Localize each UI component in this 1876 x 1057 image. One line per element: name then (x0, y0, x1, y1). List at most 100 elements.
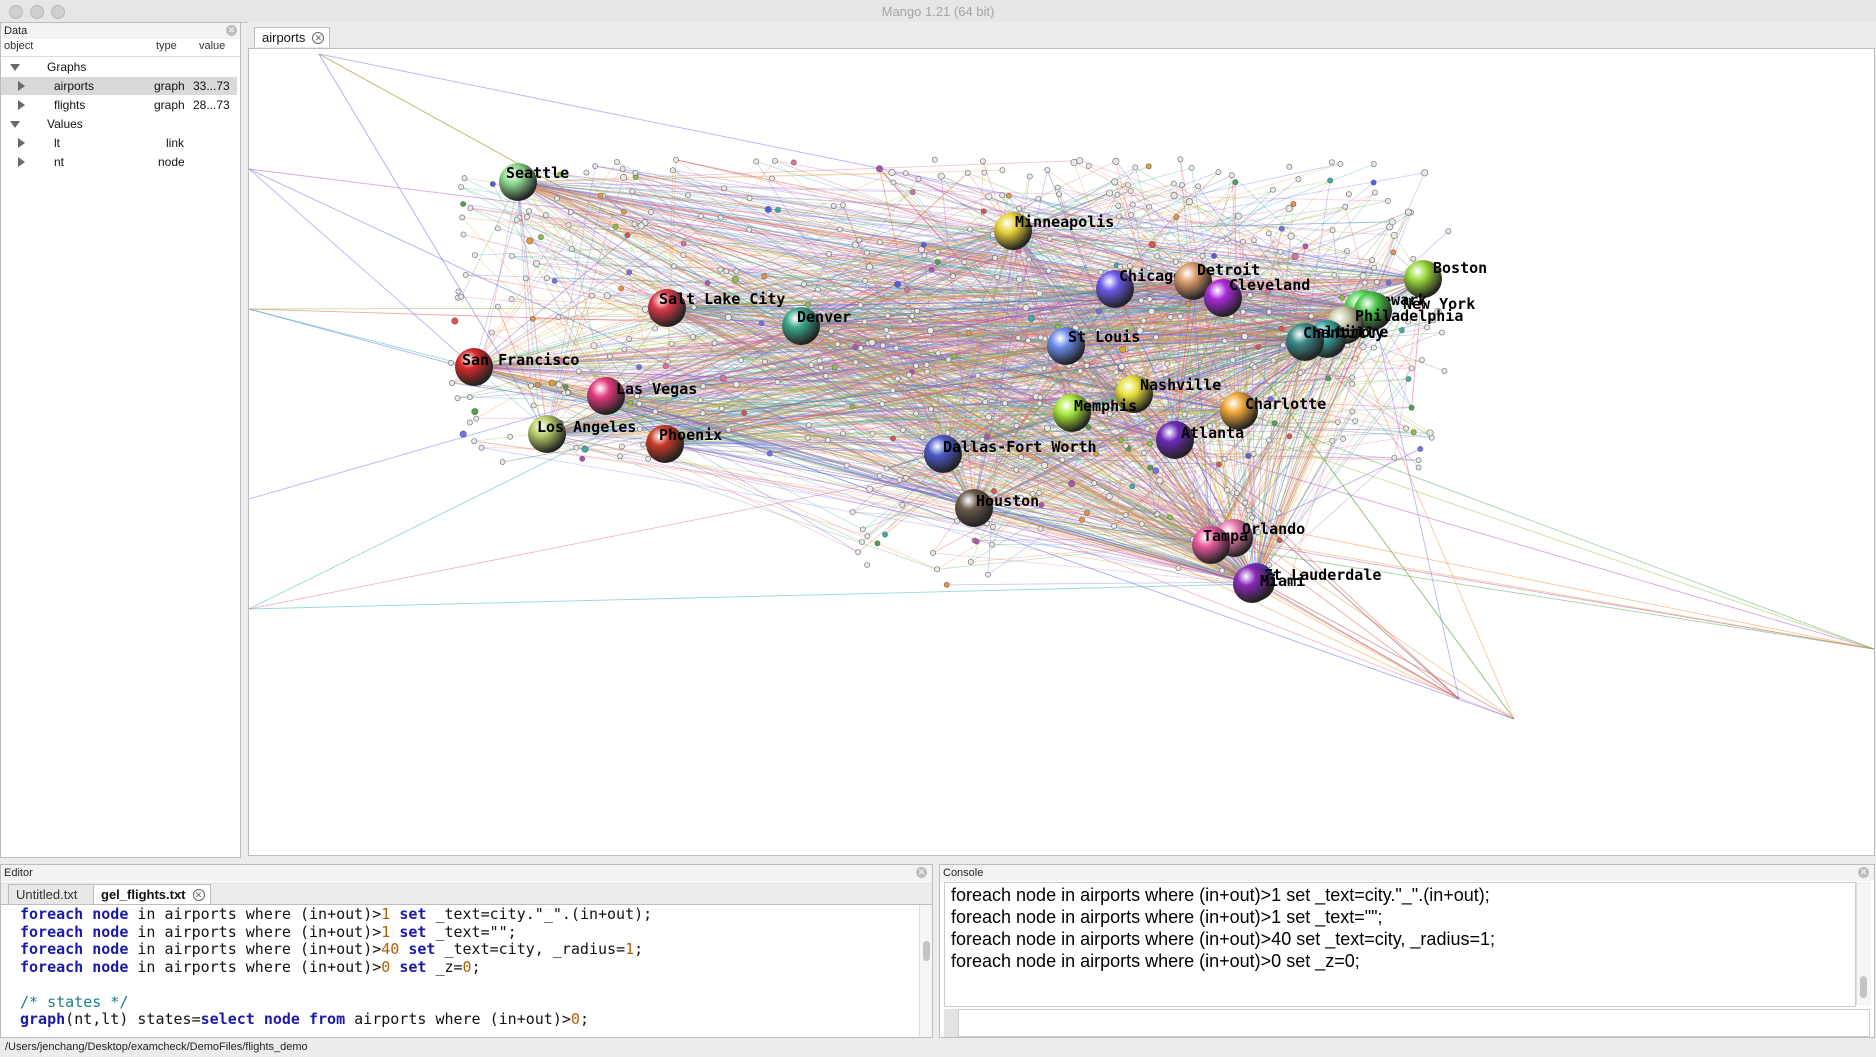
airport-node[interactable] (984, 433, 991, 440)
airport-node[interactable] (1106, 410, 1113, 417)
airport-node[interactable] (1239, 238, 1246, 245)
airport-node[interactable] (1270, 186, 1276, 193)
airport-node[interactable] (613, 159, 620, 165)
airport-node[interactable] (857, 345, 864, 351)
airport-node[interactable] (1093, 450, 1099, 457)
airport-node[interactable] (627, 399, 634, 406)
airport-node[interactable] (1329, 227, 1336, 234)
airport-node[interactable] (632, 169, 639, 176)
airport-node[interactable] (1153, 334, 1159, 341)
airport-node[interactable] (1265, 562, 1272, 569)
airport-node[interactable] (979, 158, 986, 165)
airport-node[interactable] (1255, 529, 1262, 536)
airport-node[interactable] (1280, 342, 1286, 349)
airport-node[interactable] (1221, 455, 1228, 462)
airport-node[interactable] (906, 318, 913, 325)
airport-node[interactable] (669, 167, 676, 174)
airport-node[interactable] (1361, 279, 1368, 286)
airport-node[interactable] (1417, 446, 1424, 452)
airport-node[interactable] (1068, 480, 1076, 488)
airport-node[interactable] (1025, 256, 1032, 263)
airport-node[interactable] (1001, 400, 1008, 407)
airport-node[interactable] (1245, 507, 1252, 514)
airport-node[interactable] (761, 273, 768, 280)
airport-node[interactable] (448, 360, 454, 366)
airport-node[interactable] (857, 302, 864, 309)
airport-node[interactable] (967, 559, 974, 565)
airport-node[interactable] (1359, 272, 1367, 280)
airport-node[interactable] (721, 185, 727, 192)
airport-node[interactable] (903, 474, 909, 481)
hub-sphere[interactable] (1156, 421, 1194, 459)
airport-node[interactable] (1038, 502, 1045, 508)
airport-node[interactable] (690, 304, 697, 311)
airport-node[interactable] (680, 240, 687, 247)
airport-node[interactable] (645, 455, 652, 462)
airport-node[interactable] (1114, 191, 1121, 198)
airport-node[interactable] (1349, 380, 1356, 387)
airport-node[interactable] (889, 387, 896, 394)
airport-node[interactable] (636, 426, 643, 432)
airport-node[interactable] (1077, 368, 1084, 374)
airport-node[interactable] (840, 202, 846, 208)
airport-node[interactable] (724, 313, 732, 321)
airport-node[interactable] (1112, 157, 1120, 165)
airport-node[interactable] (741, 410, 748, 416)
airport-node[interactable] (1046, 235, 1053, 242)
tree-item-flights[interactable]: flights graph 28...73 (1, 96, 237, 114)
airport-node[interactable] (934, 566, 940, 573)
airport-node[interactable] (1369, 257, 1376, 263)
airport-node[interactable] (923, 361, 930, 368)
airport-node[interactable] (1146, 203, 1153, 210)
airport-node[interactable] (945, 356, 952, 363)
airport-node[interactable] (985, 413, 993, 421)
airport-node[interactable] (619, 166, 626, 172)
airport-node[interactable] (849, 509, 856, 515)
airport-node[interactable] (1148, 307, 1156, 315)
airport-node[interactable] (1118, 363, 1126, 371)
airport-node[interactable] (700, 383, 707, 390)
airport-node[interactable] (1275, 510, 1282, 516)
airport-node[interactable] (542, 212, 549, 219)
airport-node[interactable] (818, 364, 824, 371)
airport-node[interactable] (1245, 453, 1252, 459)
airport-node[interactable] (1266, 437, 1272, 444)
airport-node[interactable] (1337, 160, 1344, 167)
airport-node[interactable] (758, 320, 765, 327)
airport-node[interactable] (1345, 191, 1352, 198)
airport-node[interactable] (991, 488, 997, 494)
airport-node[interactable] (455, 288, 462, 295)
airport-node[interactable] (1022, 304, 1030, 312)
editor-panel-close-icon[interactable]: ✕ (916, 867, 927, 878)
airport-node[interactable] (1147, 464, 1154, 471)
airport-node[interactable] (1215, 169, 1222, 176)
airport-node[interactable] (1129, 201, 1136, 208)
airport-node[interactable] (1384, 198, 1391, 204)
airport-node[interactable] (836, 226, 843, 233)
airport-node[interactable] (1228, 172, 1235, 179)
hub-airport-boston[interactable]: Boston (1404, 259, 1487, 298)
airport-node[interactable] (1439, 329, 1445, 336)
airport-node[interactable] (1091, 480, 1098, 487)
airport-node[interactable] (899, 501, 906, 508)
airport-node[interactable] (618, 285, 625, 292)
airport-node[interactable] (985, 571, 991, 578)
airport-node[interactable] (1145, 163, 1152, 170)
airport-node[interactable] (1167, 314, 1174, 321)
airport-node[interactable] (851, 241, 859, 249)
airport-node[interactable] (861, 318, 868, 325)
airport-node[interactable] (1344, 248, 1350, 255)
airport-node[interactable] (637, 222, 645, 230)
console-panel-close-icon[interactable]: ✕ (1858, 867, 1869, 878)
airport-node[interactable] (953, 517, 960, 524)
airport-node[interactable] (1188, 492, 1195, 499)
airport-node[interactable] (626, 269, 633, 276)
hub-sphere[interactable] (648, 289, 686, 327)
airport-node[interactable] (753, 158, 760, 165)
airport-node[interactable] (634, 393, 640, 400)
airport-node[interactable] (979, 436, 986, 443)
airport-node[interactable] (567, 209, 574, 216)
airport-node[interactable] (1141, 450, 1147, 456)
airport-node[interactable] (617, 453, 624, 460)
hub-sphere[interactable] (1354, 292, 1392, 330)
